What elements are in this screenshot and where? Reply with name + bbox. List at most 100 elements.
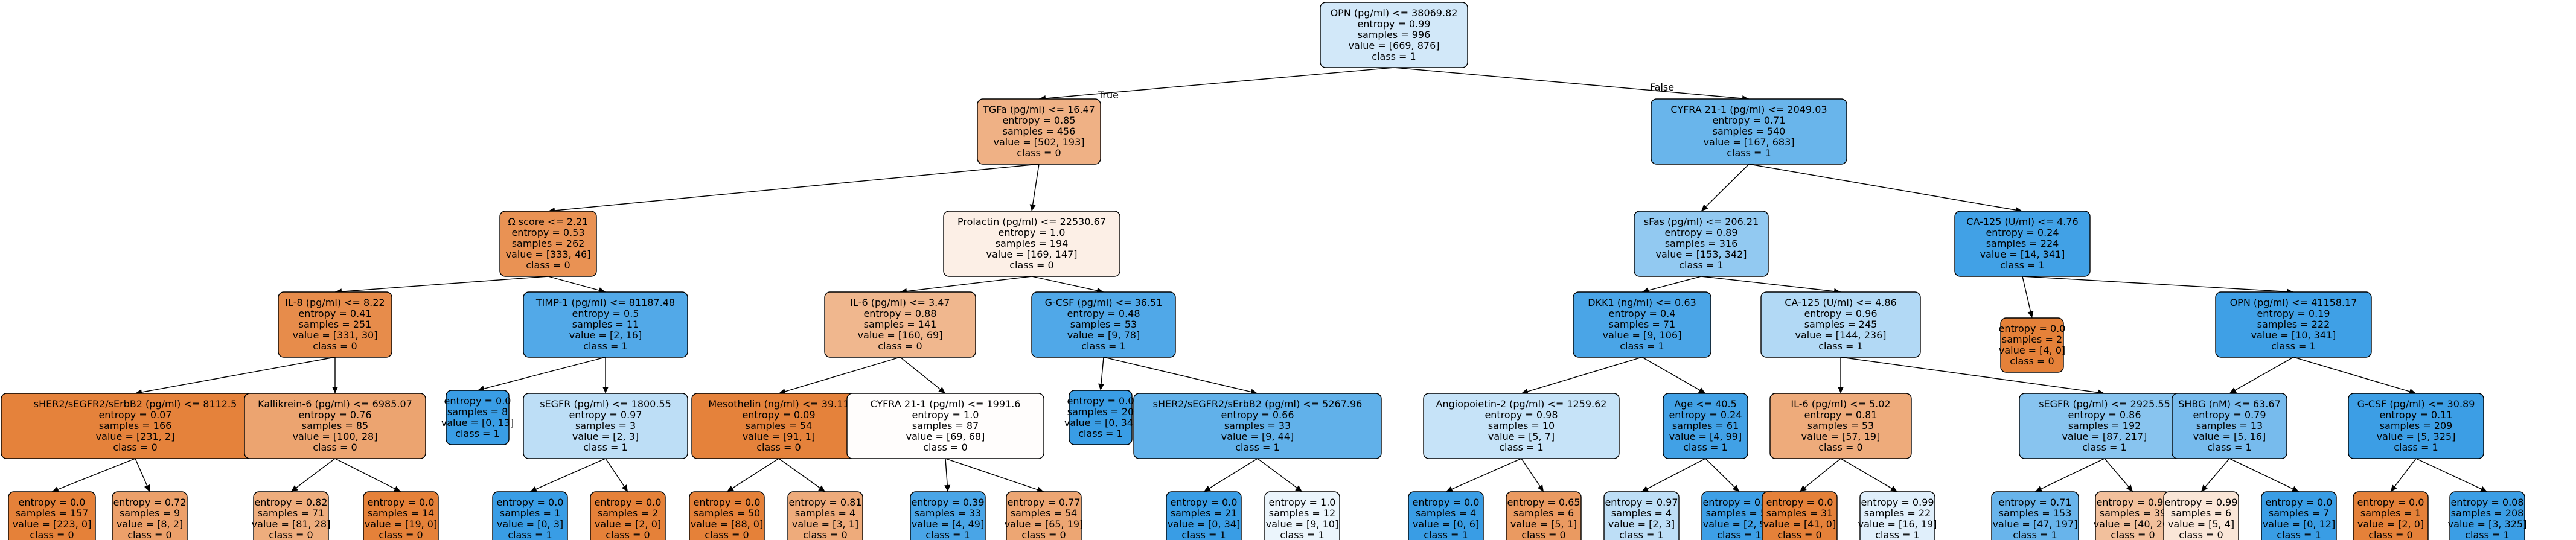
node-text-line: samples = 13 [2196, 420, 2263, 431]
node-box [846, 393, 1044, 459]
node-text-line: entropy = 0.98 [1485, 409, 1558, 421]
node-text-line: value = [0, 3] [497, 518, 563, 530]
edge-n11-n24 [1641, 357, 1706, 394]
node-text-line: entropy = 0.71 [1712, 115, 1785, 126]
edge-n8-n17 [477, 357, 606, 391]
arrowhead-n28-n52 [2479, 486, 2487, 492]
node-text-line: CA-125 (U/ml) <= 4.86 [1785, 297, 1896, 308]
node-text-line: entropy = 0.5 [572, 308, 639, 319]
node-text-line: class = 0 [313, 340, 357, 352]
node-text-line: entropy = 0.77 [1007, 497, 1080, 508]
node-box [523, 291, 688, 358]
node-text-line: value = [8, 2] [117, 518, 183, 530]
node-text-line: class = 1 [455, 428, 499, 439]
node-text-line: class = 0 [2010, 355, 2054, 367]
edge-n9-n20 [900, 357, 946, 394]
node-text-line: class = 0 [1021, 529, 1066, 540]
node-text-line: value = [144, 236] [1795, 329, 1886, 341]
node-text-line: class = 1 [2271, 340, 2315, 352]
node-box [1663, 393, 1748, 459]
node-text-line: class = 0 [2179, 529, 2223, 540]
node-box [977, 98, 1101, 165]
node-text-line: entropy = 0.24 [1669, 409, 1742, 421]
arrowhead-n11-n24 [1698, 387, 1705, 393]
arrowhead-n15-n30 [144, 484, 150, 492]
node-text-line: class = 1 [1818, 340, 1862, 352]
node-text-line: CYFRA 21-1 (pg/ml) <= 2049.03 [1670, 104, 1827, 115]
node-text-line: class = 0 [2368, 529, 2412, 540]
node-box [1603, 491, 1680, 540]
node-text-line: entropy = 0.76 [298, 409, 371, 421]
node-text-line: entropy = 0.09 [742, 409, 815, 421]
node-text-line: IL-6 (pg/ml) <= 3.47 [850, 297, 950, 308]
node-box [1408, 491, 1484, 540]
edge-n22-n39 [1203, 458, 1258, 492]
node-text-line: value = [0, 13] [441, 417, 514, 428]
edge-n16-n31 [290, 458, 336, 492]
node-text-line: class = 0 [923, 442, 967, 453]
arrowhead-n26-n48 [2126, 484, 2133, 492]
node-text-line: entropy = 0.0 [1171, 497, 1238, 508]
node-text-line: entropy = 0.89 [1664, 227, 1737, 238]
edge-n6-n14 [2022, 276, 2294, 293]
node-text-line: samples = 251 [299, 319, 372, 330]
node-text-line: class = 1 [2082, 442, 2126, 453]
node-text-line: samples = 21 [1171, 507, 1237, 519]
node-text-line: entropy = 0.85 [1002, 115, 1075, 126]
node-text-line: value = [333, 46] [506, 249, 591, 260]
node-text-line: class = 1 [2207, 442, 2251, 453]
node-box [363, 491, 439, 540]
node-text-line: value = [65, 19] [1005, 518, 1084, 530]
node-text-line: value = [0, 34] [1064, 417, 1137, 428]
node-text-line: entropy = 0.81 [1804, 409, 1877, 421]
edge-n26-n47 [2034, 458, 2105, 492]
node-text-line: value = [19, 0] [365, 518, 437, 530]
node-text-line: samples = 54 [1011, 507, 1077, 519]
node-text-line: samples = 6 [2171, 507, 2231, 519]
node-text-line: entropy = 0.39 [911, 497, 984, 508]
node-text-line: class = 1 [583, 442, 627, 453]
node-text-line: class = 0 [127, 529, 171, 540]
node-text-line: samples = 456 [1003, 125, 1076, 137]
edge-n10-n22 [1103, 357, 1258, 394]
edge-n4-n10 [1031, 276, 1104, 293]
arrowhead-n18-n33 [530, 486, 538, 492]
node-text-line: class = 1 [1081, 340, 1125, 352]
node-text-line: value = [87, 217] [2062, 431, 2147, 442]
node-text-line: entropy = 0.0 [694, 497, 761, 508]
node-text-line: entropy = 0.88 [863, 308, 936, 319]
node-text-line: TIMP-1 (pg/ml) <= 81187.48 [535, 297, 675, 308]
edge-n14-n27 [2229, 357, 2294, 394]
edge-n16-n32 [334, 458, 401, 492]
node-text-line: sEGFR (pg/ml) <= 2925.55 [2039, 398, 2170, 410]
node-text-line: sHER2/sEGFR2/sErbB2 (pg/ml) <= 5267.96 [1153, 398, 1363, 410]
node-text-line: entropy = 0.66 [1221, 409, 1294, 421]
node-text-line: value = [91, 1] [743, 431, 815, 442]
node-text-line: value = [5, 4] [2168, 518, 2234, 530]
edge-n14-n28 [2293, 357, 2417, 394]
node-box [824, 291, 976, 358]
node-text-line: class = 0 [379, 529, 423, 540]
arrowhead-n6-n13 [2027, 311, 2034, 318]
node-text-line: entropy = 0.0 [497, 497, 564, 508]
node-text-line: entropy = 1.0 [912, 409, 979, 421]
edge-n0-n2 [1393, 67, 1750, 100]
node-text-line: entropy = 0.65 [1507, 497, 1580, 508]
node-text-line: OPN (pg/ml) <= 38069.82 [1331, 7, 1458, 19]
node-text-line: entropy = 0.0 [1999, 323, 2066, 334]
node-text-line: samples = 224 [1986, 238, 2059, 249]
node-text-line: class = 1 [1372, 51, 1416, 62]
node-text-line: samples = 33 [1224, 420, 1291, 431]
node-text-line: class = 0 [313, 442, 357, 453]
